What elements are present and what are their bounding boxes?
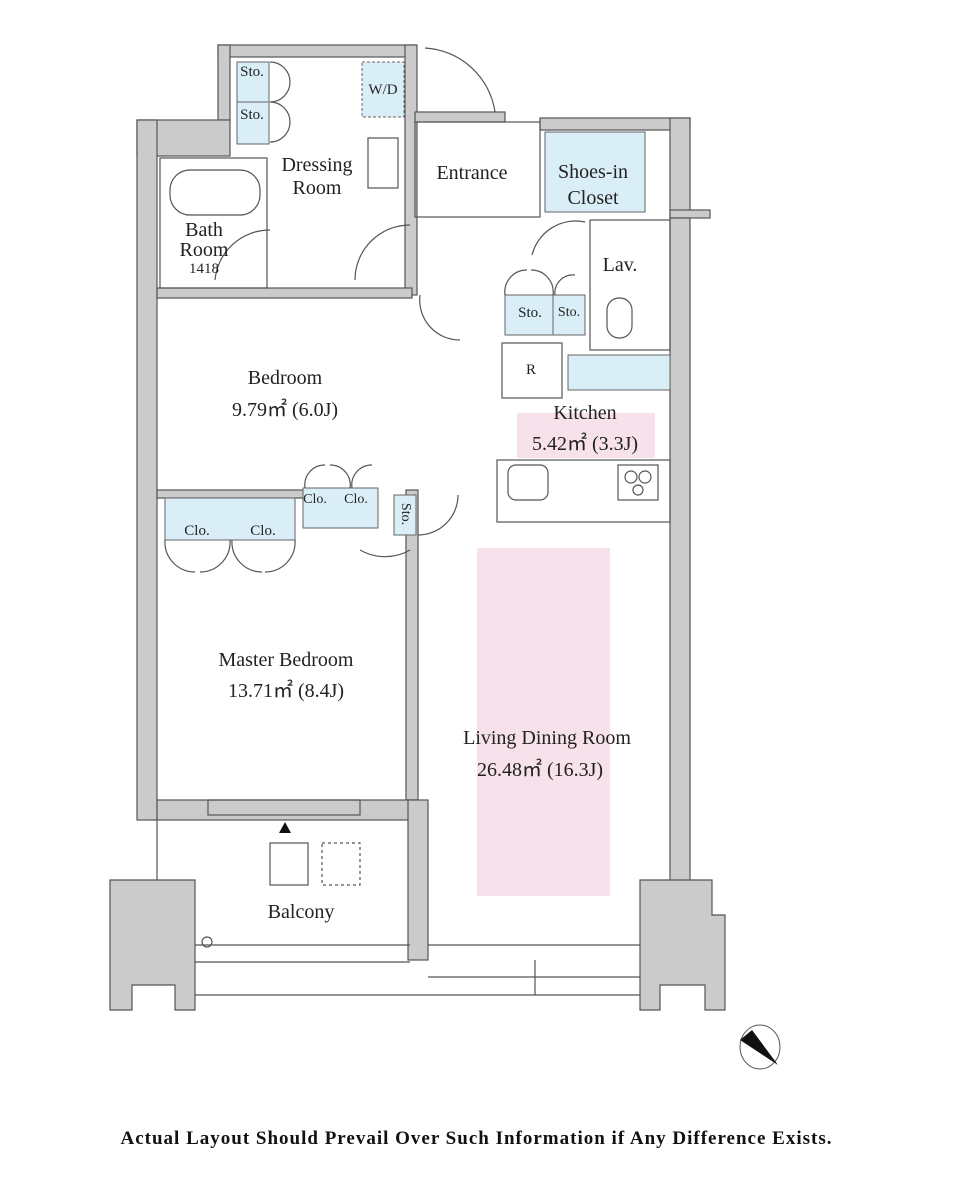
kitchen-cabinet [567,354,671,391]
bath-room-wall [159,157,268,289]
label-closet: Clo. [184,523,210,539]
label-closet: Clo. [303,492,327,507]
washbasin [367,137,399,189]
label-master-bedroom: Master Bedroom [218,649,354,671]
lav-wall [589,219,671,351]
wall [156,287,413,299]
label-storage: Sto. [518,305,542,321]
label-refrigerator: R [525,362,537,378]
storage [552,294,586,336]
column [109,879,196,1011]
label-dressing-room: Dressing [281,154,353,176]
label-storage: Sto. [240,64,264,80]
label-dressing-room: Room [292,177,342,199]
stove [617,464,659,501]
column [639,879,726,1011]
label-shoes-closet: Closet [567,187,619,209]
wall [669,117,691,219]
shoes-closet [544,131,646,213]
storage [236,101,270,145]
wall [217,44,416,58]
balcony-unit [269,842,309,886]
closet [164,497,296,541]
label-storage: Sto. [240,107,264,123]
label-master-bedroom-area: 13.71㎡ (8.4J) [227,680,345,702]
label-bath-size: 1418 [189,261,219,277]
closet [302,487,379,529]
label-kitchen: Kitchen [553,402,617,424]
wall [669,209,711,219]
window [207,799,361,816]
washer-dryer-space [361,61,405,118]
label-shoes-closet: Shoes-in [558,161,628,183]
kitchen-highlight [517,413,655,458]
living-highlight [477,548,610,896]
label-bedroom-area: 9.79㎡ (6.0J) [231,399,339,421]
fridge [501,342,563,399]
wall [217,44,231,121]
label-bath-room: Bath [185,219,223,241]
wall [156,489,308,499]
label-storage: Sto. [398,502,413,526]
label-bedroom: Bedroom [247,367,323,389]
sink [507,464,549,501]
wall [414,111,506,123]
wall [669,217,691,884]
label-closet: Clo. [250,523,276,539]
entry-arrow-icon [279,822,291,833]
label-living-dining-area: 26.48㎡ (16.3J) [476,759,604,781]
label-bath-room: Room [179,239,229,261]
bathtub [169,169,261,216]
label-living-dining: Living Dining Room [463,727,631,749]
label-kitchen-area: 5.42㎡ (3.3J) [531,433,639,455]
label-closet: Clo. [344,492,368,507]
label-entrance: Entrance [436,162,508,184]
toilet [606,297,633,339]
storage [393,494,417,536]
storage [504,294,554,336]
north-compass-icon [739,1024,781,1070]
wall [136,119,158,821]
label-balcony: Balcony [267,901,335,923]
wall [156,799,418,821]
entrance-area [414,121,541,218]
wall [407,799,429,961]
label-lavatory: Lav. [602,254,638,276]
kitchen-counter [496,459,671,523]
label-washer-dryer: W/D [368,82,398,98]
balcony-unit-dashed [321,842,361,886]
label-storage: Sto. [557,305,581,320]
wall [405,489,419,801]
disclaimer: Actual Layout Should Prevail Over Such I… [120,1128,833,1149]
wall [539,117,691,131]
